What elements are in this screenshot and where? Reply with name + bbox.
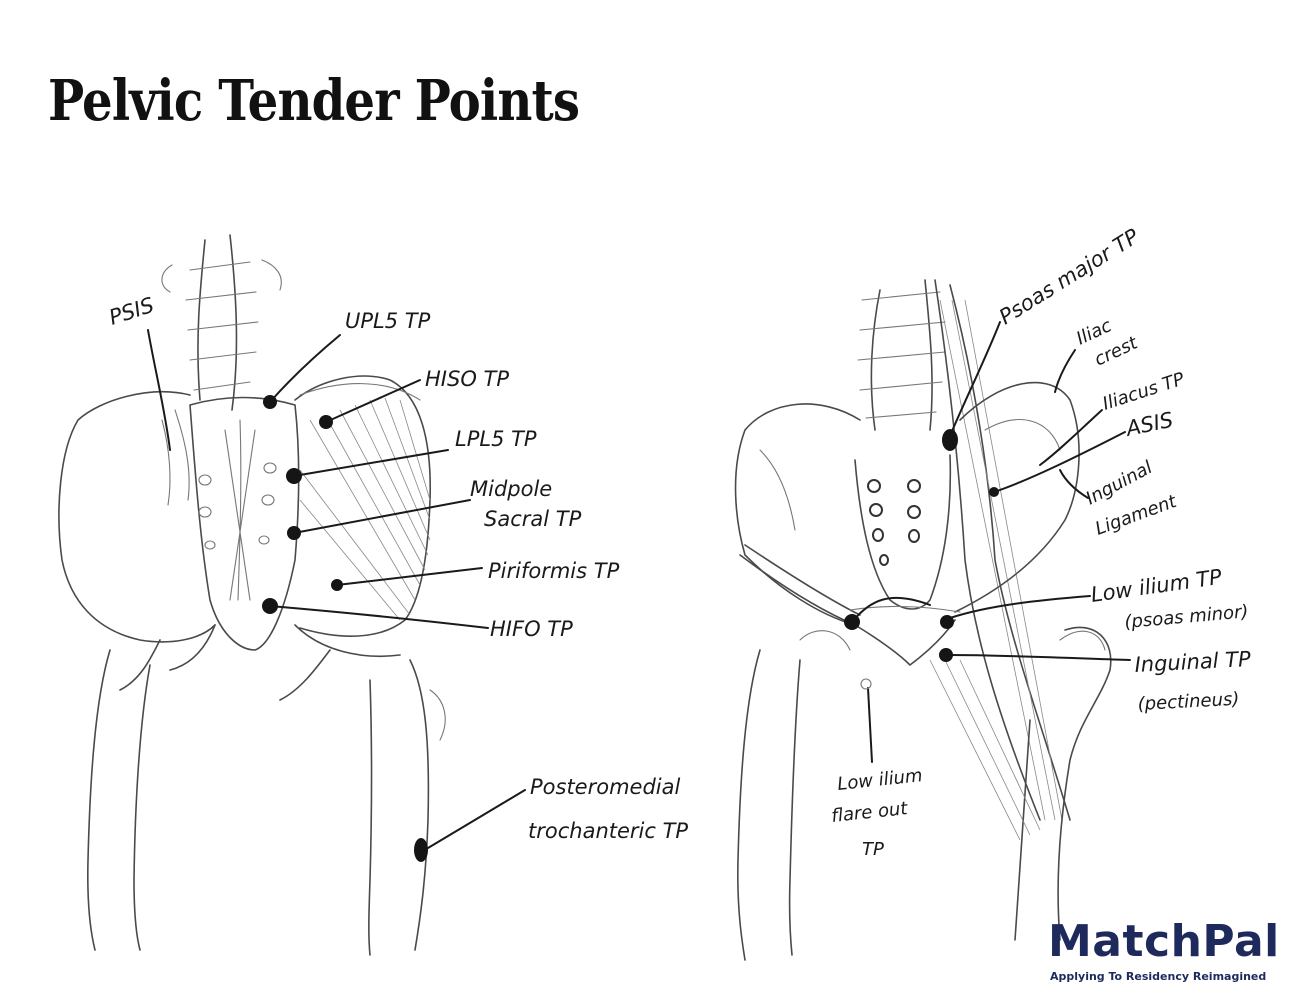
label-hiso: HISO TP — [425, 367, 509, 391]
label-psoas-major: Psoas major TP — [995, 224, 1143, 329]
label-inguinal-tp: Inguinal TP — [1134, 647, 1252, 677]
label-lpl5: LPL5 TP — [455, 427, 537, 451]
anterior-labels: Psoas major TP Iliac crest Iliacus TP AS… — [830, 224, 1251, 860]
hiso-point — [319, 415, 333, 429]
iliacus-point — [989, 487, 999, 497]
label-psoas-minor: (psoas minor) — [1124, 601, 1250, 633]
label-trochanteric: trochanteric TP — [528, 819, 688, 843]
flare-out-point — [860, 678, 872, 690]
piriformis-point — [331, 579, 343, 591]
matchpal-logo: MatchPal — [1048, 916, 1280, 967]
label-posteromedial: Posteromedial — [530, 775, 680, 799]
lpl5-point — [286, 468, 302, 484]
label-low-ilium: Low ilium TP — [1089, 565, 1223, 607]
label-flare-out: flare out — [830, 798, 909, 827]
inguinal-point — [939, 648, 953, 662]
posterior-leaders — [147, 329, 526, 849]
page-title: Pelvic Tender Points — [48, 68, 580, 134]
low-ilium-point-left — [844, 614, 860, 630]
hifo-point — [262, 598, 278, 614]
posteromedial-trochanteric-point — [414, 838, 428, 862]
label-pectineus: (pectineus) — [1137, 689, 1240, 715]
label-hifo: HIFO TP — [490, 617, 573, 641]
label-iliacus: Iliacus TP — [1100, 369, 1187, 415]
anterior-pelvis-sketch — [734, 279, 1112, 961]
label-upl5: UPL5 TP — [345, 309, 431, 333]
posterior-tender-points — [262, 395, 428, 862]
logo-tagline: Applying To Residency Reimagined — [1050, 970, 1267, 983]
label-psis: PSIS — [106, 293, 157, 330]
posterior-pelvis-sketch — [58, 234, 446, 956]
label-piriformis: Piriformis TP — [488, 559, 620, 583]
label-midpole: Midpole — [470, 477, 552, 501]
low-ilium-point-right — [940, 615, 954, 629]
anterior-tender-points — [844, 429, 999, 690]
anterior-leaders — [851, 321, 1131, 763]
label-low-ilium-flare: Low ilium — [836, 765, 923, 795]
upl5-point — [263, 395, 277, 409]
midpole-sacral-point — [287, 526, 301, 540]
label-midpole-sacral: Sacral TP — [484, 507, 582, 531]
label-flare-out-tp: TP — [862, 839, 884, 860]
label-asis: ASIS — [1122, 408, 1175, 442]
posterior-labels: PSIS UPL5 TP HISO TP LPL5 TP Midpole Sac… — [106, 293, 688, 843]
psoas-major-point — [942, 429, 958, 451]
